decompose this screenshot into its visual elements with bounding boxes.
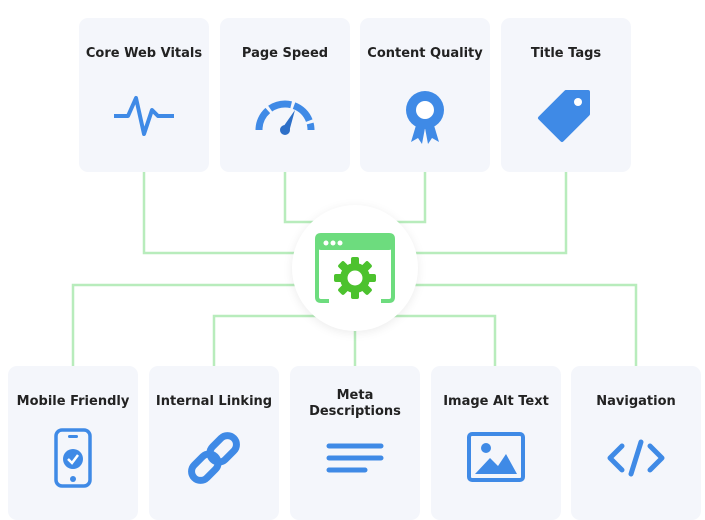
speedometer-icon: [255, 100, 315, 135]
card-core-web-vitals: Core Web Vitals: [79, 18, 209, 172]
text-lines-icon: [326, 443, 384, 473]
card-label: Meta Descriptions: [309, 388, 401, 419]
card-label: Mobile Friendly: [16, 394, 130, 409]
card-content-quality: Content Quality: [360, 18, 490, 172]
card-label: Navigation: [596, 394, 676, 409]
card-meta-descriptions: Meta Descriptions: [290, 366, 420, 520]
mobile-check-icon: [54, 428, 92, 488]
card-label: Core Web Vitals: [85, 46, 203, 61]
code-icon: [607, 439, 665, 477]
card-image-alt-text: Image Alt Text: [431, 366, 561, 520]
hub-circle: [292, 205, 418, 331]
card-internal-linking: Internal Linking: [149, 366, 279, 520]
card-label: Image Alt Text: [443, 394, 549, 409]
card-title-tags: Title Tags: [501, 18, 631, 172]
card-label: Internal Linking: [155, 394, 273, 409]
link-icon: [188, 432, 240, 484]
browser-gear-icon: [315, 233, 395, 303]
image-icon: [467, 432, 525, 482]
tag-icon: [538, 90, 590, 142]
award-badge-icon: [406, 91, 444, 144]
card-mobile-friendly: Mobile Friendly: [8, 366, 138, 520]
pulse-icon: [114, 96, 174, 136]
card-label: Content Quality: [367, 46, 483, 61]
card-label: Page Speed: [241, 46, 329, 61]
card-label: Title Tags: [530, 46, 602, 61]
card-page-speed: Page Speed: [220, 18, 350, 172]
card-navigation: Navigation: [571, 366, 701, 520]
